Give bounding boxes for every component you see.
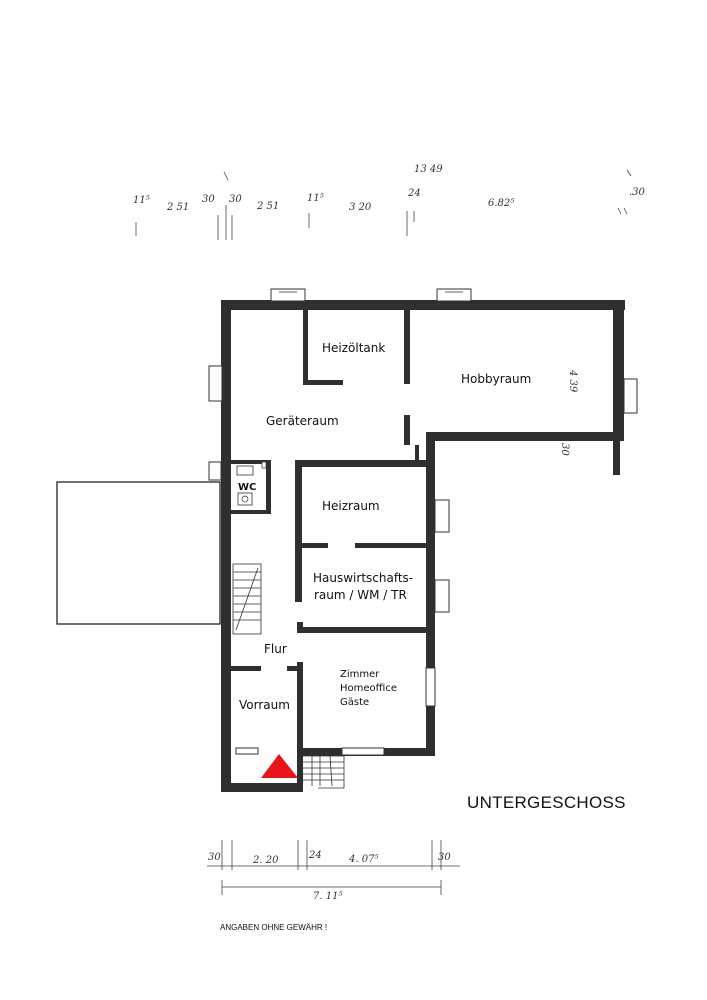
dim-top-9: 6.82⁵ [488,198,514,209]
dim-top-6: 11⁵ [307,193,324,204]
room-heizoeltank: Heizöltank [322,341,385,355]
floor-title: UNTERGESCHOSS [467,793,626,812]
dim-top-1: 11⁵ [133,195,150,206]
dim-top-2: 2 51 [166,202,189,213]
walls [221,300,625,792]
room-hwr-line2: raum / WM / TR [314,588,407,602]
dim-top-3: 30 [202,194,215,205]
room-hobbyraum: Hobbyraum [461,372,531,386]
dim-hobby-depth: 4 39 [567,369,578,393]
room-labels: Heizöltank Hobbyraum Geräteraum WC Heizr… [238,341,531,712]
room-zimmer-line3: Gäste [340,697,369,708]
dim-top-7: 3 20 [349,202,372,213]
room-geraeteraum: Geräteraum [266,414,339,428]
dim-bottom-3: 24 [308,850,322,861]
garage-outline [56,481,221,625]
room-hwr-line1: Hauswirtschafts- [313,571,413,585]
room-wc: WC [238,482,256,493]
entrance-marker-icon [261,754,298,778]
dim-top-total: 13 49 [414,164,443,175]
dim-bottom-4: 4. 07⁵ [348,854,378,865]
dim-top-10: .30 [629,187,646,198]
room-zimmer-line2: Homeoffice [340,683,397,694]
dim-top-5: 2 51 [256,201,279,212]
dimension-annotations-bottom: 30 2. 20 24 4. 07⁵ 30 7. 11⁵ [207,840,460,902]
windows [208,288,638,756]
disclaimer-text: ANGABEN OHNE GEWÄHR ! [220,923,327,932]
dimension-annotations-top: 13 49 11⁵ 2 51 30 30 2 51 11⁵ 3 20 24 6.… [133,164,646,240]
dim-top-4: 30 [229,194,242,205]
room-flur: Flur [264,642,287,656]
dim-bottom-5: 30 [438,852,451,863]
interior-stairs [232,563,262,635]
entrance-stairs [303,755,345,789]
room-heizraum: Heizraum [322,499,380,513]
room-vorraum: Vorraum [239,698,290,712]
dim-bottom-total: 7. 11⁵ [313,891,342,902]
dim-bottom-2: 2. 20 [252,855,279,866]
dim-top-8: 24 [407,188,421,199]
wc-fixtures [236,461,267,506]
dim-right-wall: 30 [559,443,570,456]
dim-bottom-1: 30 [208,852,221,863]
room-zimmer-line1: Zimmer [340,669,380,680]
